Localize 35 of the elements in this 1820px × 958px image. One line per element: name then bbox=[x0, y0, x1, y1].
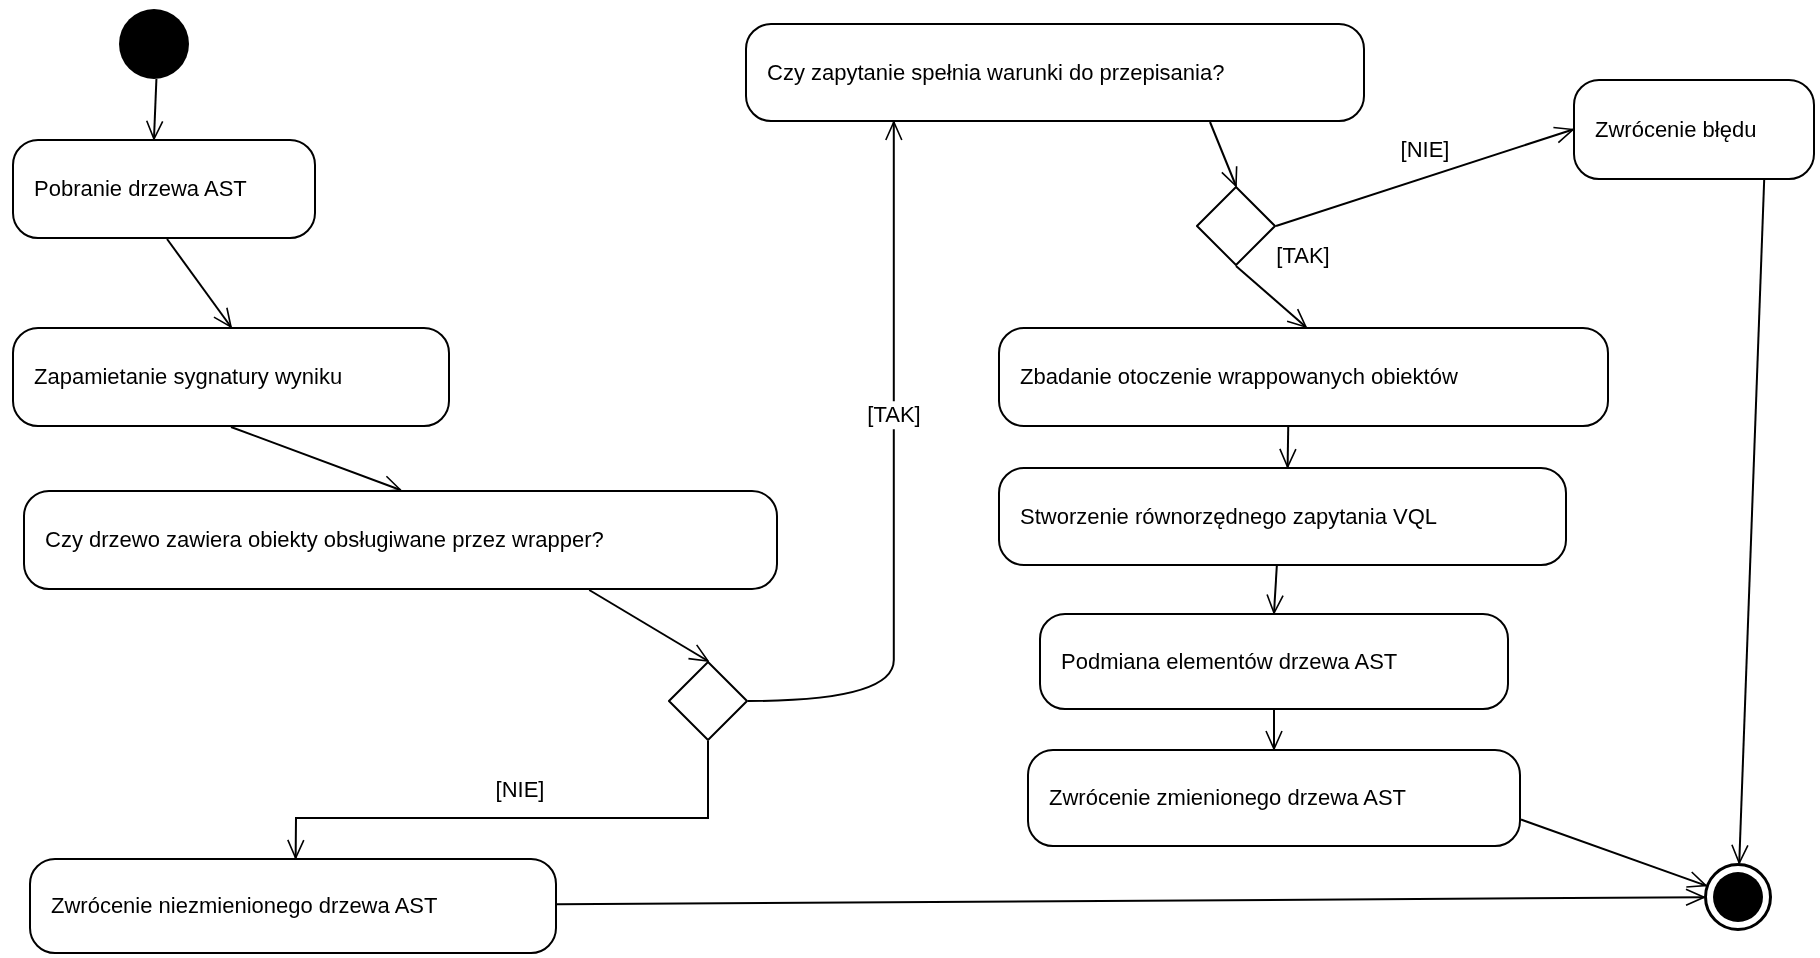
action-box bbox=[29, 858, 557, 954]
action-label: Czy drzewo zawiera obiekty obsługiwane przez wrapper? bbox=[45, 526, 605, 554]
action-box bbox=[745, 23, 1365, 122]
action-box bbox=[998, 327, 1609, 427]
flow-arrow bbox=[1731, 179, 1766, 864]
action-box bbox=[1027, 749, 1521, 847]
action-label: Stworzenie równorzędnego zapytania VQL bbox=[1020, 502, 1439, 531]
flow-arrow bbox=[747, 121, 903, 702]
action-label: Zwrócenie błędu bbox=[1595, 115, 1758, 144]
action-box bbox=[12, 327, 450, 427]
action-box bbox=[1573, 79, 1815, 180]
action-box bbox=[1039, 613, 1509, 710]
action-label: Pobranie drzewa AST bbox=[34, 175, 248, 203]
flow-arrow bbox=[556, 888, 1705, 907]
action-label: Zbadanie otoczenie wrappowanych obiektów bbox=[1020, 363, 1459, 391]
flow-arrow bbox=[1266, 565, 1284, 614]
action-box bbox=[23, 490, 778, 590]
action-label: Zwrócenie niezmienionego drzewa AST bbox=[51, 892, 439, 920]
action-label: Zapamietanie sygnatury wyniku bbox=[34, 363, 344, 391]
action-label: Podmiana elementów drzewa AST bbox=[1061, 647, 1399, 676]
action-box bbox=[998, 467, 1567, 566]
flow-arrow bbox=[287, 740, 709, 859]
action-box bbox=[12, 139, 316, 239]
flow-arrow bbox=[1209, 121, 1238, 187]
flow-arrow bbox=[1279, 426, 1297, 468]
flow-arrow bbox=[166, 238, 232, 328]
action-label: Zwrócenie zmienionego drzewa AST bbox=[1049, 784, 1408, 812]
flow-arrow bbox=[145, 77, 164, 140]
flow-arrow bbox=[230, 426, 402, 493]
flow-arrow bbox=[1520, 818, 1707, 888]
flow-arrow bbox=[588, 589, 709, 662]
flow-arrow bbox=[1235, 265, 1307, 328]
flow-arrow bbox=[1275, 126, 1574, 227]
flow-arrow bbox=[1265, 709, 1283, 750]
action-label: Czy zapytanie spełnia warunki do przepisania? bbox=[767, 58, 1226, 87]
